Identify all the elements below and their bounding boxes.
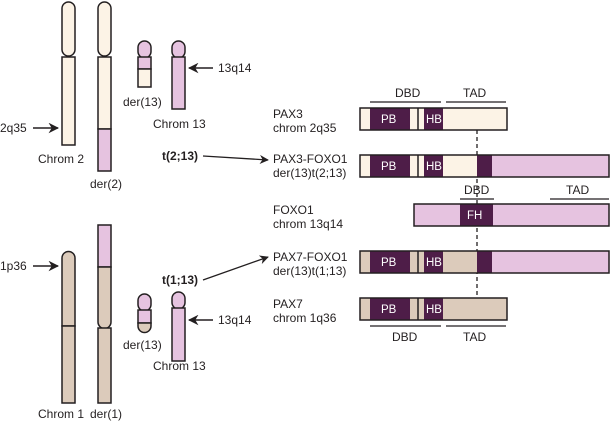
foxo1-bar-bg: [414, 204, 609, 226]
translocation-t1-13: t(1;13): [162, 273, 198, 287]
der13b-p-arm: [137, 293, 152, 312]
hb-domain: [424, 298, 443, 320]
pax7-foxo1-name: PAX7-FOXO1: [273, 250, 348, 264]
der13-chromosome-bottom: [137, 293, 152, 334]
pax3-name: PAX3: [273, 107, 303, 121]
der1-p-arm: [97, 266, 112, 330]
chrom1-p-arm: [61, 250, 76, 327]
hb-label: HB: [426, 257, 442, 269]
fh-fragment: [477, 251, 492, 273]
fh-domain: [460, 204, 493, 226]
foxo1-locus: chrom 13q14: [273, 217, 343, 231]
hb-label: HB: [426, 161, 442, 173]
chrom1-label: Chrom 1: [38, 407, 84, 421]
pax7-dbd-label: DBD: [392, 330, 418, 344]
pax7-protein-bar: PB HB: [359, 297, 508, 321]
chromosome-13-top: [171, 40, 186, 110]
pb-domain: [370, 155, 410, 177]
chromosome-2: [61, 1, 76, 146]
der13-q-chr2: [137, 68, 152, 88]
der2-q-arm: [97, 56, 112, 130]
hb-domain: [424, 155, 443, 177]
pb-label: PB: [381, 257, 397, 269]
chrom13-label-top: Chrom 13: [153, 117, 206, 131]
chrom13-p-arm: [171, 40, 186, 59]
pb-label: PB: [381, 114, 397, 126]
hb-domain: [424, 108, 443, 130]
pb-domain: [370, 298, 410, 320]
chrom13b-q-arm: [171, 307, 186, 362]
der13b-q-chr13: [137, 309, 152, 324]
der13b-q-chr1: [137, 322, 152, 334]
der1-label: der(1): [90, 407, 122, 421]
chrom2-q-arm: [61, 56, 76, 146]
foxo1-tad-label: TAD: [566, 183, 589, 197]
pax7-name: PAX7: [273, 297, 303, 311]
der13-label-top: der(13): [123, 95, 162, 109]
der1-q-arm: [97, 327, 112, 404]
der13-chromosome-top: [137, 40, 152, 88]
fh-label: FH: [467, 210, 482, 222]
chromosome-13-bottom: [171, 291, 186, 362]
pb-domain: [370, 108, 410, 130]
der2-label: der(2): [90, 177, 122, 191]
chrom1-q-arm: [61, 325, 76, 404]
pax3-foxo1-protein-bar: PB HB: [359, 154, 610, 178]
pb-domain: [370, 251, 410, 273]
arrow-t1-13: [202, 255, 269, 281]
pb-label: PB: [381, 161, 397, 173]
pax3-foxo1-name: PAX3-FOXO1: [273, 152, 348, 166]
chrom13b-p-arm: [171, 291, 186, 310]
der13-q-chr13: [137, 56, 152, 70]
foxo1-protein-bar: FH: [413, 203, 610, 227]
locus-1p36: 1p36: [0, 259, 27, 273]
pax3-foxo1-outline: [359, 154, 610, 178]
der2-chromosome: [97, 1, 112, 172]
foxo1-outline: [413, 203, 610, 227]
pax7-foxo1-locus: der(13)t(1;13): [273, 264, 346, 278]
der2-p-arm: [97, 1, 112, 57]
der1-chromosome: [97, 224, 112, 404]
pax3-locus: chrom 2q35: [273, 121, 337, 135]
der13-label-bottom: der(13): [123, 338, 162, 352]
translocation-t2-13: t(2;13): [162, 149, 198, 163]
locus-13q14-top: 13q14: [218, 61, 252, 75]
chrom2-label: Chrom 2: [38, 152, 84, 166]
arrow-t2-13: [202, 154, 269, 165]
pax3-tad-label: TAD: [463, 86, 486, 100]
locus-13q14-bottom: 13q14: [218, 313, 252, 327]
chrom13-label-bottom: Chrom 13: [153, 359, 206, 373]
foxo1-name: FOXO1: [273, 203, 314, 217]
hb-label: HB: [426, 114, 442, 126]
pax3-foxo1-locus: der(13)t(2;13): [273, 166, 346, 180]
der2-chr13-segment: [97, 128, 112, 172]
foxo1-dbd-label: DBD: [464, 183, 490, 197]
pax7-outline: [359, 297, 508, 321]
pax7-tad-label: TAD: [463, 330, 486, 344]
pax7-foxo1-outline: [359, 250, 610, 274]
chrom13-q-arm: [171, 56, 186, 110]
hb-domain: [424, 251, 443, 273]
der13-p-arm: [137, 40, 152, 59]
fh-fragment: [477, 155, 492, 177]
pax7-locus: chrom 1q36: [273, 311, 337, 325]
pax7-foxo1-protein-bar: PB HB: [359, 250, 610, 274]
locus-2q35: 2q35: [0, 121, 27, 135]
hb-label: HB: [426, 304, 442, 316]
foxo1-part: [477, 251, 609, 273]
pb-label: PB: [381, 304, 397, 316]
chrom2-p-arm: [61, 1, 76, 57]
foxo1-part: [477, 155, 609, 177]
pax3-dbd-label: DBD: [395, 86, 421, 100]
der1-chr13-segment: [97, 224, 112, 268]
chromosome-1: [61, 250, 76, 404]
pax3-protein-bar: PB HB: [359, 107, 508, 131]
pax3-bar-outline: [359, 107, 508, 131]
